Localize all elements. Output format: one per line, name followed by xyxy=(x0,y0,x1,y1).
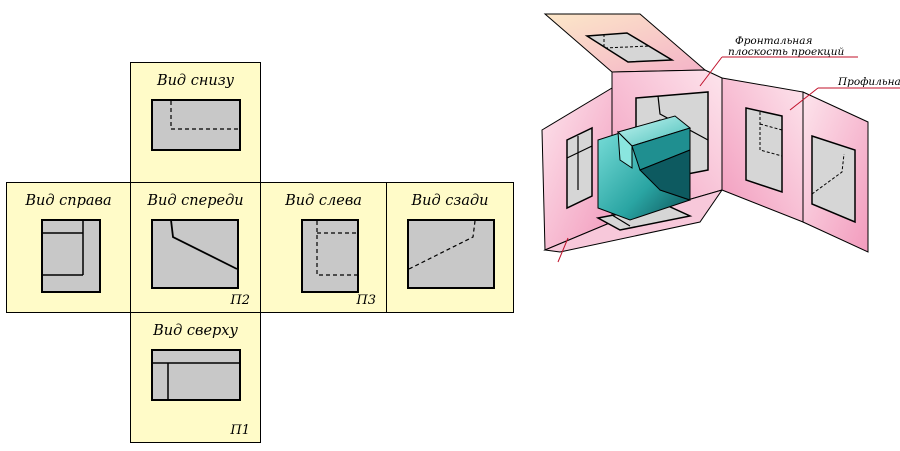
unfolded-views: Вид снизу Вид справа Вид спереди П2 xyxy=(6,62,514,443)
back-plane-view xyxy=(811,134,856,224)
front-view-figure xyxy=(151,219,239,289)
cell-title: Вид сзади xyxy=(411,193,489,209)
cell-left-view: Вид слева П3 xyxy=(260,182,387,313)
frontal-plane-label-line2: плоскость проекций xyxy=(728,46,845,58)
cell-title: Вид справа xyxy=(25,193,112,209)
isometric-projection: Фронтальная плоскость проекций Профильна… xyxy=(541,13,900,263)
profile-plane-view xyxy=(745,107,783,194)
left-view-figure xyxy=(301,219,359,293)
cell-back-view: Вид сзади xyxy=(386,182,514,313)
plane-label: П2 xyxy=(230,293,250,308)
profile-plane-label: Профильная xyxy=(837,76,900,88)
cell-title: Вид сверху xyxy=(153,323,238,339)
top-view-figure xyxy=(151,349,241,401)
frontal-leader-line xyxy=(699,56,723,87)
cell-title: Вид снизу xyxy=(156,73,235,89)
plane-label: П1 xyxy=(230,423,250,438)
bottom-leader-line xyxy=(557,237,569,263)
frontal-plane-label-line1: Фронтальная xyxy=(735,35,812,47)
cell-title: Вид спереди xyxy=(147,193,244,209)
left-plane-view xyxy=(566,126,593,210)
plane-label: П3 xyxy=(356,293,376,308)
top-plane-view xyxy=(584,32,675,63)
right-view-figure xyxy=(41,219,101,293)
cell-bottom-view: Вид снизу xyxy=(130,62,261,183)
back-view-figure xyxy=(407,219,495,289)
object-cube xyxy=(597,115,692,221)
cell-top-view: Вид сверху П1 xyxy=(130,312,261,443)
cell-title: Вид слева xyxy=(285,193,362,209)
cell-right-view: Вид справа xyxy=(6,182,131,313)
bottom-view-figure xyxy=(151,99,241,151)
profile-leader-line xyxy=(789,87,819,111)
cell-front-view: Вид спереди П2 xyxy=(130,182,261,313)
